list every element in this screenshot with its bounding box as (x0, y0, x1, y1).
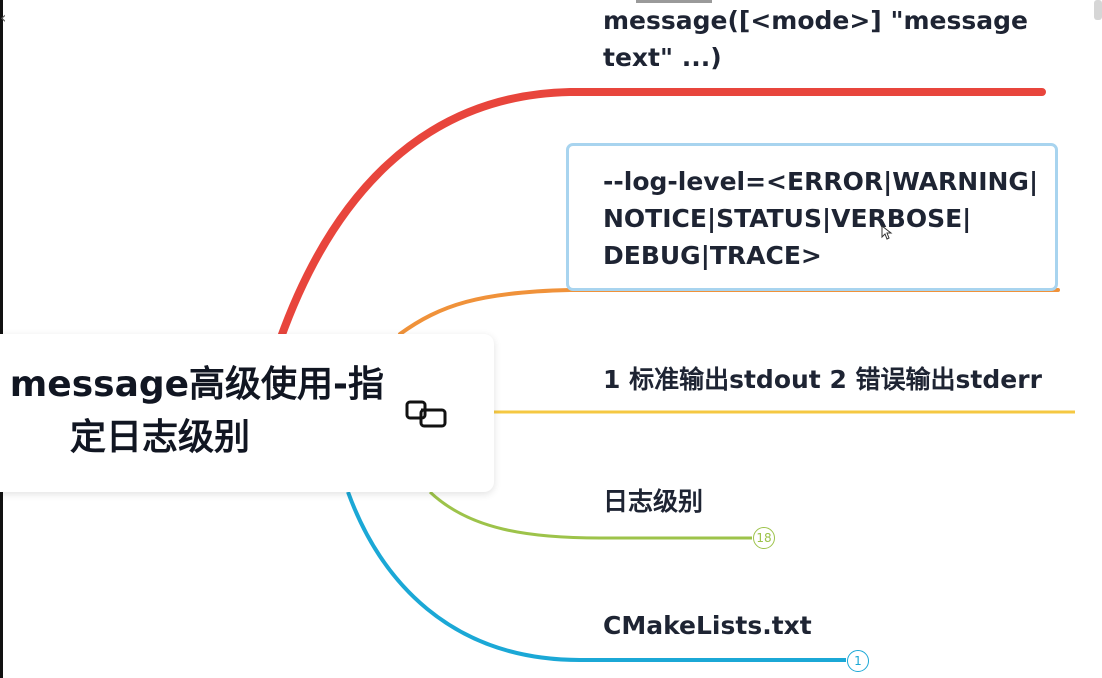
branch-line-log-levels (428, 490, 752, 540)
root-node-title[interactable]: message高级使用-指 定日志级别 (0, 358, 384, 464)
root-title-line: 定日志级别 (70, 417, 251, 458)
top-edge-marker (636, 0, 712, 3)
node-text-line: 日志级别 (603, 487, 704, 516)
branch-line-log-level (398, 288, 1060, 336)
node-cmakelists[interactable]: CMakeLists.txt (603, 607, 812, 644)
node-text-line: --log-level=<ERROR|WARNING| (603, 167, 1039, 196)
collapsed-count-badge[interactable]: 18 (753, 527, 775, 549)
node-log-level[interactable]: --log-level=<ERROR|WARNING| NOTICE|STATU… (603, 163, 1038, 274)
node-stdout-stderr[interactable]: 1 标准输出stdout 2 错误输出stderr (603, 361, 1042, 398)
node-message-signature[interactable]: message([<mode>] "message text" ...) (603, 2, 1028, 76)
node-text-line: NOTICE|STATUS|VERBOSE| (603, 204, 972, 233)
node-text-line: text" ...) (603, 43, 722, 72)
node-text-line: message([<mode>] "message (603, 6, 1028, 35)
collapse-nodes-icon[interactable] (404, 396, 452, 432)
root-node-card[interactable] (0, 334, 494, 492)
root-title-line: message高级使用-指 (9, 364, 384, 405)
node-text-line: DEBUG|TRACE> (603, 241, 822, 270)
node-text-line: CMakeLists.txt (603, 611, 812, 640)
branch-line-cmakelists (346, 491, 846, 662)
node-text-line: 1 标准输出stdout 2 错误输出stderr (603, 365, 1042, 394)
collapsed-count-badge[interactable]: 1 (847, 650, 869, 672)
mouse-cursor-icon (881, 225, 893, 240)
close-icon[interactable]: ‹ (0, 8, 7, 27)
node-log-levels[interactable]: 日志级别 (603, 483, 703, 520)
vertical-scrollbar[interactable] (1094, 0, 1102, 20)
selected-node-outline (566, 143, 1058, 291)
branch-line-message-signature (276, 88, 1046, 344)
